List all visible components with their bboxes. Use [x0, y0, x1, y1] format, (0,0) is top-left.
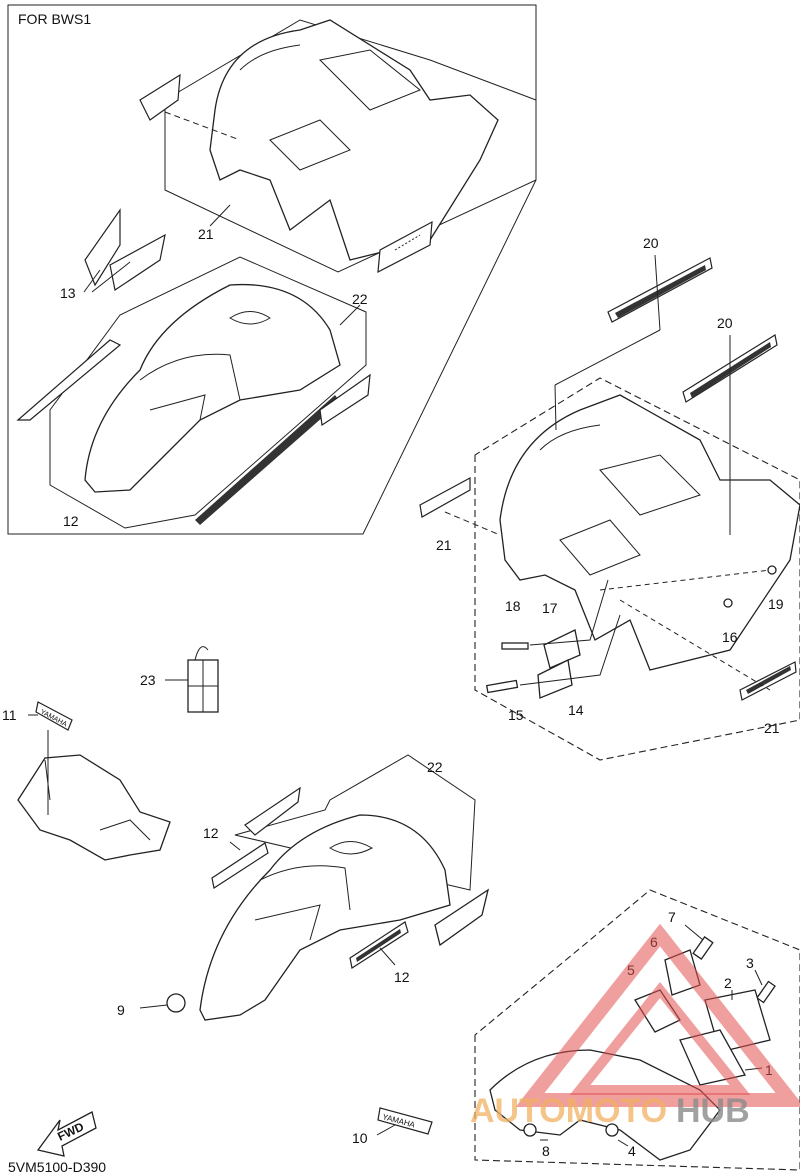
callout-3: 3	[746, 955, 754, 971]
callout-12-left: 12	[203, 825, 219, 841]
inset-stripe-22	[195, 395, 340, 525]
watermark-text-1: AUTOMOTO	[470, 1092, 667, 1130]
decal-20-upper	[607, 257, 713, 323]
callout-21-right: 21	[764, 720, 780, 736]
headlight-cover-shape	[17, 754, 171, 861]
decal-21-right	[739, 661, 797, 701]
inset-front-fender-shape	[84, 283, 341, 493]
inset-side-decal	[319, 373, 371, 427]
callout-20-upper: 20	[643, 235, 659, 251]
callout-14: 14	[568, 702, 584, 718]
decal-12-upper	[244, 786, 301, 836]
part-11-cover: YAMAHA	[17, 701, 171, 861]
part-16-grommet	[723, 598, 733, 608]
rear-fender-group	[419, 254, 800, 761]
callout-8: 8	[542, 1143, 550, 1159]
inset-rear-fender	[139, 19, 537, 274]
callout-23: 23	[140, 672, 156, 688]
decal-12-left	[211, 842, 269, 889]
drawing-code: 5VM5100-D390	[8, 1159, 106, 1175]
part-3-bolt	[756, 980, 776, 1004]
watermark-triangle-outer	[515, 923, 800, 1107]
yamaha-emblem-11	[35, 701, 73, 731]
part-18-bolt	[501, 642, 529, 650]
front-fender-outline	[234, 754, 476, 891]
yamaha-emblem-10	[377, 1107, 433, 1135]
callout-19: 19	[768, 596, 784, 612]
part-14-plate	[537, 659, 573, 699]
inset-front-fender-outline	[49, 256, 367, 529]
callout-2: 2	[724, 975, 732, 991]
part-19-grommet	[767, 565, 777, 575]
callout-4: 4	[628, 1143, 636, 1159]
part-23-tag	[165, 646, 219, 713]
watermark-triangle-inner	[569, 981, 751, 1095]
callout-22-inset: 22	[352, 291, 368, 307]
inset-stripe-12	[16, 339, 122, 421]
callout-12-mid: 12	[394, 969, 410, 985]
bottom-dashed-group	[474, 889, 800, 1171]
inset-front-fender	[16, 208, 371, 529]
rear-fender-shape	[499, 394, 800, 671]
watermark-logo: AUTOMOTO HUB	[470, 923, 800, 1130]
part-4-nut	[605, 1123, 619, 1137]
callout-20-lower: 20	[717, 315, 733, 331]
part-9-grommet	[166, 993, 186, 1013]
inset-rear-fender-outline	[164, 19, 537, 273]
inset-decal-13-b	[109, 233, 166, 291]
watermark-text-2: HUB	[676, 1092, 750, 1130]
front-fender-shape	[199, 814, 451, 1021]
fwd-arrow: FWD	[36, 1111, 97, 1157]
inset-decal-21-left	[139, 73, 181, 121]
callout-11: 11	[2, 707, 17, 723]
inset-decal-21-right	[377, 220, 433, 274]
part-17-plate	[543, 629, 581, 669]
callout-17: 17	[542, 600, 558, 616]
callout-18: 18	[505, 598, 521, 614]
callout-13: 13	[60, 285, 76, 301]
callout-7: 7	[668, 909, 676, 925]
inset-title: FOR BWS1	[18, 11, 91, 27]
callout-9: 9	[117, 1002, 125, 1018]
part-15-bolt	[485, 679, 519, 694]
callout-12-inset: 12	[63, 513, 79, 529]
rear-fender-dashed-group	[474, 377, 800, 761]
front-fender-group	[139, 754, 490, 1021]
callout-15: 15	[508, 707, 524, 723]
inset-decal-13-a	[84, 208, 121, 287]
callout-21-inset: 21	[198, 226, 214, 242]
inset-rear-fender-shape	[209, 19, 499, 261]
part-7-bolt	[692, 936, 714, 960]
callout-16: 16	[722, 629, 738, 645]
decal-21-left	[419, 476, 471, 518]
callout-22: 22	[427, 759, 443, 775]
part-8-nut	[523, 1123, 537, 1137]
callout-10: 10	[352, 1130, 368, 1146]
callout-21-left: 21	[436, 537, 452, 553]
inset-border	[7, 4, 537, 535]
decal-12-side	[349, 921, 409, 969]
decal-22-side	[434, 888, 490, 947]
inset-panel: FOR BWS1 21 13 22 1	[7, 4, 537, 535]
